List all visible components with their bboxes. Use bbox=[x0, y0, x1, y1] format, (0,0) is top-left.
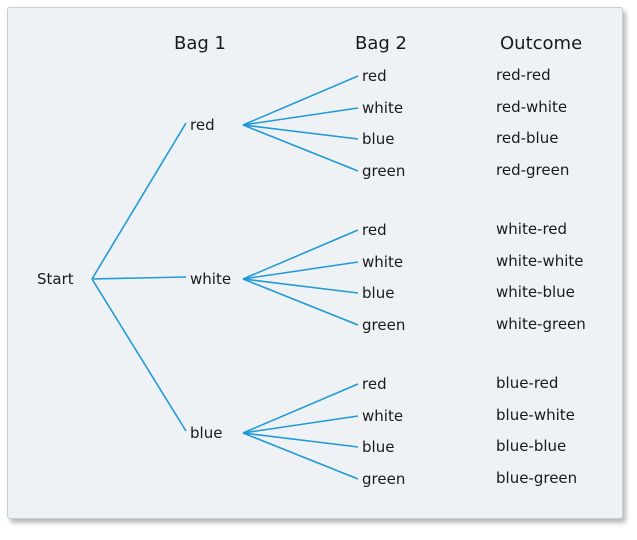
root-label: Start bbox=[37, 270, 74, 288]
bag2-label-2-2: blue bbox=[362, 438, 394, 456]
outcome-1-2: white-blue bbox=[496, 283, 575, 301]
outcome-1-1: white-white bbox=[496, 252, 584, 270]
bag2-label-1-1: white bbox=[362, 253, 403, 271]
bag2-label-0-1: white bbox=[362, 99, 403, 117]
outcome-0-0: red-red bbox=[496, 66, 551, 84]
edge-bag1-0-to-bag2-3 bbox=[242, 124, 359, 172]
bag2-label-2-0: red bbox=[362, 375, 387, 393]
edge-bag1-1-to-bag2-2 bbox=[242, 278, 359, 294]
outcome-2-3: blue-green bbox=[496, 469, 577, 487]
outcome-1-0: white-red bbox=[496, 220, 567, 238]
outcome-0-2: red-blue bbox=[496, 129, 558, 147]
bag2-label-0-3: green bbox=[362, 162, 405, 180]
outcome-2-1: blue-white bbox=[496, 406, 575, 424]
outcome-2-2: blue-blue bbox=[496, 437, 566, 455]
edge-start-to-bag1-0 bbox=[91, 122, 187, 280]
header-bag1: Bag 1 bbox=[174, 33, 226, 54]
header-outcome: Outcome bbox=[500, 33, 582, 54]
labels: Bag 1 Bag 2 Outcome Start red red red-red w… bbox=[37, 33, 586, 488]
edge-bag1-2-to-bag2-3 bbox=[242, 432, 359, 480]
edge-start-to-bag1-2 bbox=[91, 278, 187, 432]
edge-bag1-1-to-bag2-3 bbox=[242, 278, 359, 326]
bag2-label-1-2: blue bbox=[362, 284, 394, 302]
bag2-label-1-0: red bbox=[362, 221, 387, 239]
edge-bag1-0-to-bag2-0 bbox=[242, 75, 359, 126]
edge-bag1-2-to-bag2-0 bbox=[242, 383, 359, 434]
outcome-0-1: red-white bbox=[496, 98, 567, 116]
bag2-label-2-3: green bbox=[362, 470, 405, 488]
edges bbox=[91, 75, 359, 480]
edge-bag1-0-to-bag2-2 bbox=[242, 124, 359, 140]
edge-start-to-bag1-1 bbox=[91, 276, 187, 280]
edge-bag1-2-to-bag2-2 bbox=[242, 432, 359, 448]
outcome-1-3: white-green bbox=[496, 315, 586, 333]
edge-bag1-1-to-bag2-1 bbox=[242, 261, 359, 280]
bag2-label-1-3: green bbox=[362, 316, 405, 334]
edge-bag1-0-to-bag2-1 bbox=[242, 107, 359, 126]
edge-bag1-2-to-bag2-1 bbox=[242, 415, 359, 434]
edge-bag1-1-to-bag2-0 bbox=[242, 229, 359, 280]
header-bag2: Bag 2 bbox=[355, 33, 407, 54]
bag1-label-2: blue bbox=[190, 424, 222, 442]
diagram-card bbox=[7, 7, 623, 519]
bag2-label-0-2: blue bbox=[362, 130, 394, 148]
bag1-label-0: red bbox=[190, 116, 215, 134]
bag2-label-2-1: white bbox=[362, 407, 403, 425]
bag1-label-1: white bbox=[190, 270, 231, 288]
bag2-label-0-0: red bbox=[362, 67, 387, 85]
outcome-2-0: blue-red bbox=[496, 374, 558, 392]
outcome-0-3: red-green bbox=[496, 161, 569, 179]
